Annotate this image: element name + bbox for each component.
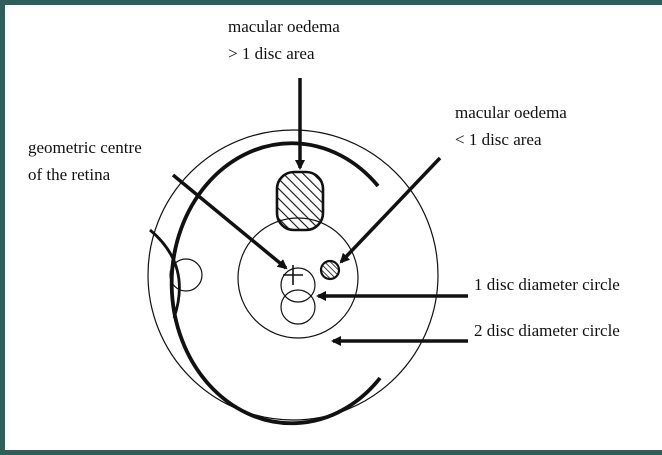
arrow-geometric-centre <box>173 175 286 268</box>
macular-oedema-large-region <box>277 172 323 230</box>
label-oedema-large-line1: macular oedema <box>228 17 340 36</box>
label-two-disc-circle: 2 disc diameter circle <box>474 321 620 340</box>
label-oedema-small-line1: macular oedema <box>455 103 567 122</box>
disc-area-reference-circle <box>281 290 315 324</box>
label-one-disc-circle: 1 disc diameter circle <box>474 275 620 294</box>
two-disc-diameter-circle <box>238 218 358 338</box>
label-oedema-large-line2: > 1 disc area <box>228 44 315 63</box>
label-centre-line1: geometric centre <box>28 138 142 157</box>
label-centre-line2: of the retina <box>28 165 111 184</box>
macular-oedema-small-region <box>321 261 339 279</box>
label-oedema-small-line2: < 1 disc area <box>455 130 542 149</box>
one-disc-diameter-circle <box>281 268 315 302</box>
arrow-oedema-small <box>341 158 440 262</box>
vessel-arc-main <box>172 143 380 423</box>
